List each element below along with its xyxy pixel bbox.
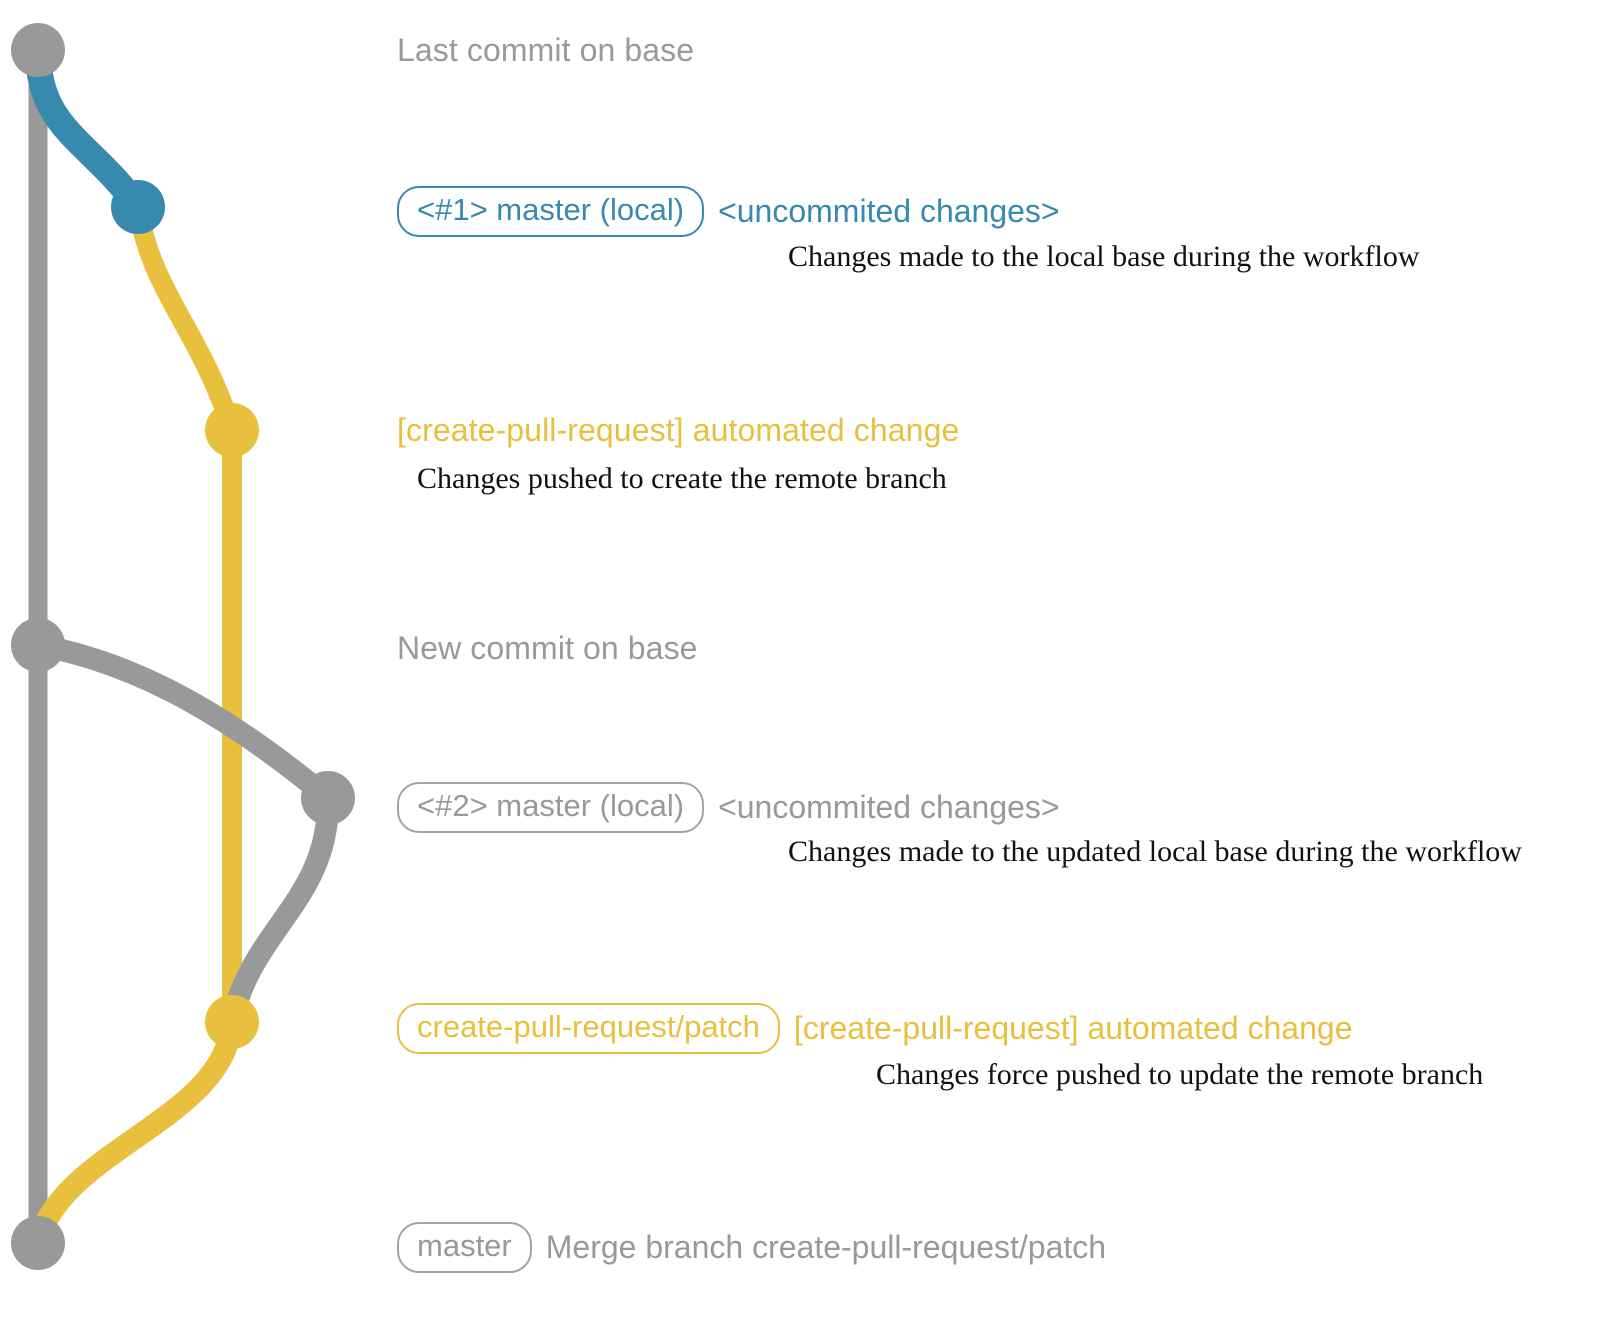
commit-message-uncommitted-changes-1: <uncommited changes> (718, 192, 1060, 229)
ref-badge-master-local-2[interactable]: <#2> master (local) (397, 782, 705, 833)
edge-patch2-to-base3 (27, 1011, 243, 1254)
ref-badge-create-pull-request-patch[interactable]: create-pull-request/patch (397, 1003, 780, 1054)
row-automated-change-2: create-pull-request/patch [create-pull-r… (397, 1003, 1352, 1054)
commit-node-local-1[interactable] (111, 180, 165, 234)
commit-node-base-2[interactable] (11, 618, 65, 672)
commit-node-local-2[interactable] (301, 771, 355, 825)
edge-base2-to-local2 (27, 634, 339, 809)
commit-node-base-1[interactable] (11, 23, 65, 77)
row-automated-change-1: [create-pull-request] automated change (397, 412, 959, 449)
commit-message-automated-change-1: [create-pull-request] automated change (397, 412, 960, 448)
commit-message-merge-branch: Merge branch create-pull-request/patch (545, 1228, 1107, 1265)
description-local-uncommitted-1: Changes made to the local base during th… (788, 240, 1420, 273)
edge-base1-to-local1 (25, 37, 151, 220)
commit-node-base-3[interactable] (11, 1216, 65, 1270)
commit-message-automated-change-2: [create-pull-request] automated change (793, 1009, 1353, 1046)
row-merge-commit: master Merge branch create-pull-request/… (397, 1222, 1106, 1273)
description-automated-change-2: Changes force pushed to update the remot… (876, 1058, 1484, 1091)
commit-message-new-commit-on-base: New commit on base (397, 630, 698, 666)
edge-local1-to-patch1 (128, 197, 242, 440)
ref-badge-master[interactable]: master (397, 1222, 532, 1273)
description-local-uncommitted-2: Changes made to the updated local base d… (788, 835, 1522, 868)
edge-local2-to-patch2 (221, 787, 340, 1033)
commit-node-patch-1[interactable] (205, 403, 259, 457)
row-last-commit-on-base: Last commit on base (397, 32, 694, 69)
commit-message-uncommitted-changes-2: <uncommited changes> (718, 788, 1060, 825)
row-local-uncommitted-1: <#1> master (local) <uncommited changes> (397, 186, 1060, 237)
row-new-commit-on-base: New commit on base (397, 630, 698, 667)
description-automated-change-1: Changes pushed to create the remote bran… (417, 462, 947, 495)
row-local-uncommitted-2: <#2> master (local) <uncommited changes> (397, 782, 1060, 833)
ref-badge-master-local-1[interactable]: <#1> master (local) (397, 186, 705, 237)
commit-message-last-commit-on-base: Last commit on base (397, 32, 695, 68)
commit-node-patch-2[interactable] (205, 995, 259, 1049)
